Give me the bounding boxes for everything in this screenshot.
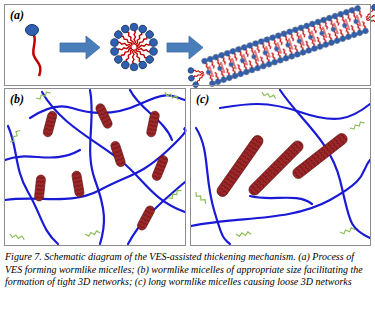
small-molecule-chain xyxy=(9,91,181,240)
illustration-part xyxy=(94,102,113,129)
illustration-part xyxy=(110,140,127,168)
illustration-part xyxy=(136,204,156,231)
spherical-micelle xyxy=(110,23,158,71)
illustration-part xyxy=(130,90,172,140)
panel-label: (c) xyxy=(194,93,211,106)
panel-label: (b) xyxy=(8,93,26,106)
illustration-part xyxy=(110,140,127,168)
illustration-part xyxy=(42,110,57,137)
illustration-part xyxy=(42,92,185,212)
figure-caption: Figure 7. Schematic diagram of the VES-a… xyxy=(5,251,369,289)
illustration-part xyxy=(168,188,181,200)
illustration-part xyxy=(291,131,350,180)
illustration-part xyxy=(128,182,185,244)
illustration-part xyxy=(71,170,84,197)
illustration-part xyxy=(250,196,312,204)
illustration-part xyxy=(8,126,58,244)
illustration-part xyxy=(201,4,370,87)
illustration-part xyxy=(236,231,251,237)
illustration-part xyxy=(5,150,80,160)
illustration-part xyxy=(151,154,169,181)
process-arrow xyxy=(60,36,100,59)
panel-box: (c) xyxy=(190,88,371,246)
process-arrow xyxy=(167,36,203,59)
illustration-part xyxy=(34,175,46,202)
small-molecule-chain xyxy=(194,92,364,237)
illustration-part xyxy=(36,91,50,101)
illustration-part xyxy=(146,110,160,137)
illustration-part xyxy=(110,38,132,50)
amphiphile-molecule xyxy=(26,25,41,77)
short-wormlike-micelle xyxy=(34,102,169,231)
illustration-part xyxy=(34,175,46,202)
illustration-part xyxy=(291,131,350,180)
illustration-part xyxy=(5,128,186,200)
illustration-part xyxy=(261,92,276,99)
long-wormlike-micelle xyxy=(215,131,350,198)
illustration-part xyxy=(192,73,207,89)
polymer-chain xyxy=(5,90,186,244)
illustration-part xyxy=(42,110,57,137)
illustration-part xyxy=(146,110,160,137)
illustration-part xyxy=(340,227,355,235)
hydrophobic-tail xyxy=(33,35,40,76)
illustration-part xyxy=(9,234,24,240)
illustration-part xyxy=(120,24,136,46)
panel-box: (b) xyxy=(4,88,186,246)
illustration-part xyxy=(71,170,84,197)
hydrophilic-head xyxy=(26,25,39,36)
polymer-chain xyxy=(191,90,370,244)
illustration-part xyxy=(194,192,207,204)
illustration-part xyxy=(94,102,113,129)
illustration-part xyxy=(220,104,370,119)
illustration-part xyxy=(85,230,100,237)
illustration-part xyxy=(136,204,156,231)
illustration-part xyxy=(188,67,205,76)
panel-label: (a) xyxy=(8,9,26,22)
illustration-part xyxy=(164,92,179,100)
illustration-part xyxy=(10,129,20,143)
wormlike-micelle xyxy=(184,0,375,93)
illustration-part xyxy=(151,154,169,181)
illustration-part xyxy=(280,90,370,238)
illustration-part xyxy=(136,44,158,56)
illustration-part xyxy=(350,121,364,131)
panel-box: (a) xyxy=(4,4,371,86)
